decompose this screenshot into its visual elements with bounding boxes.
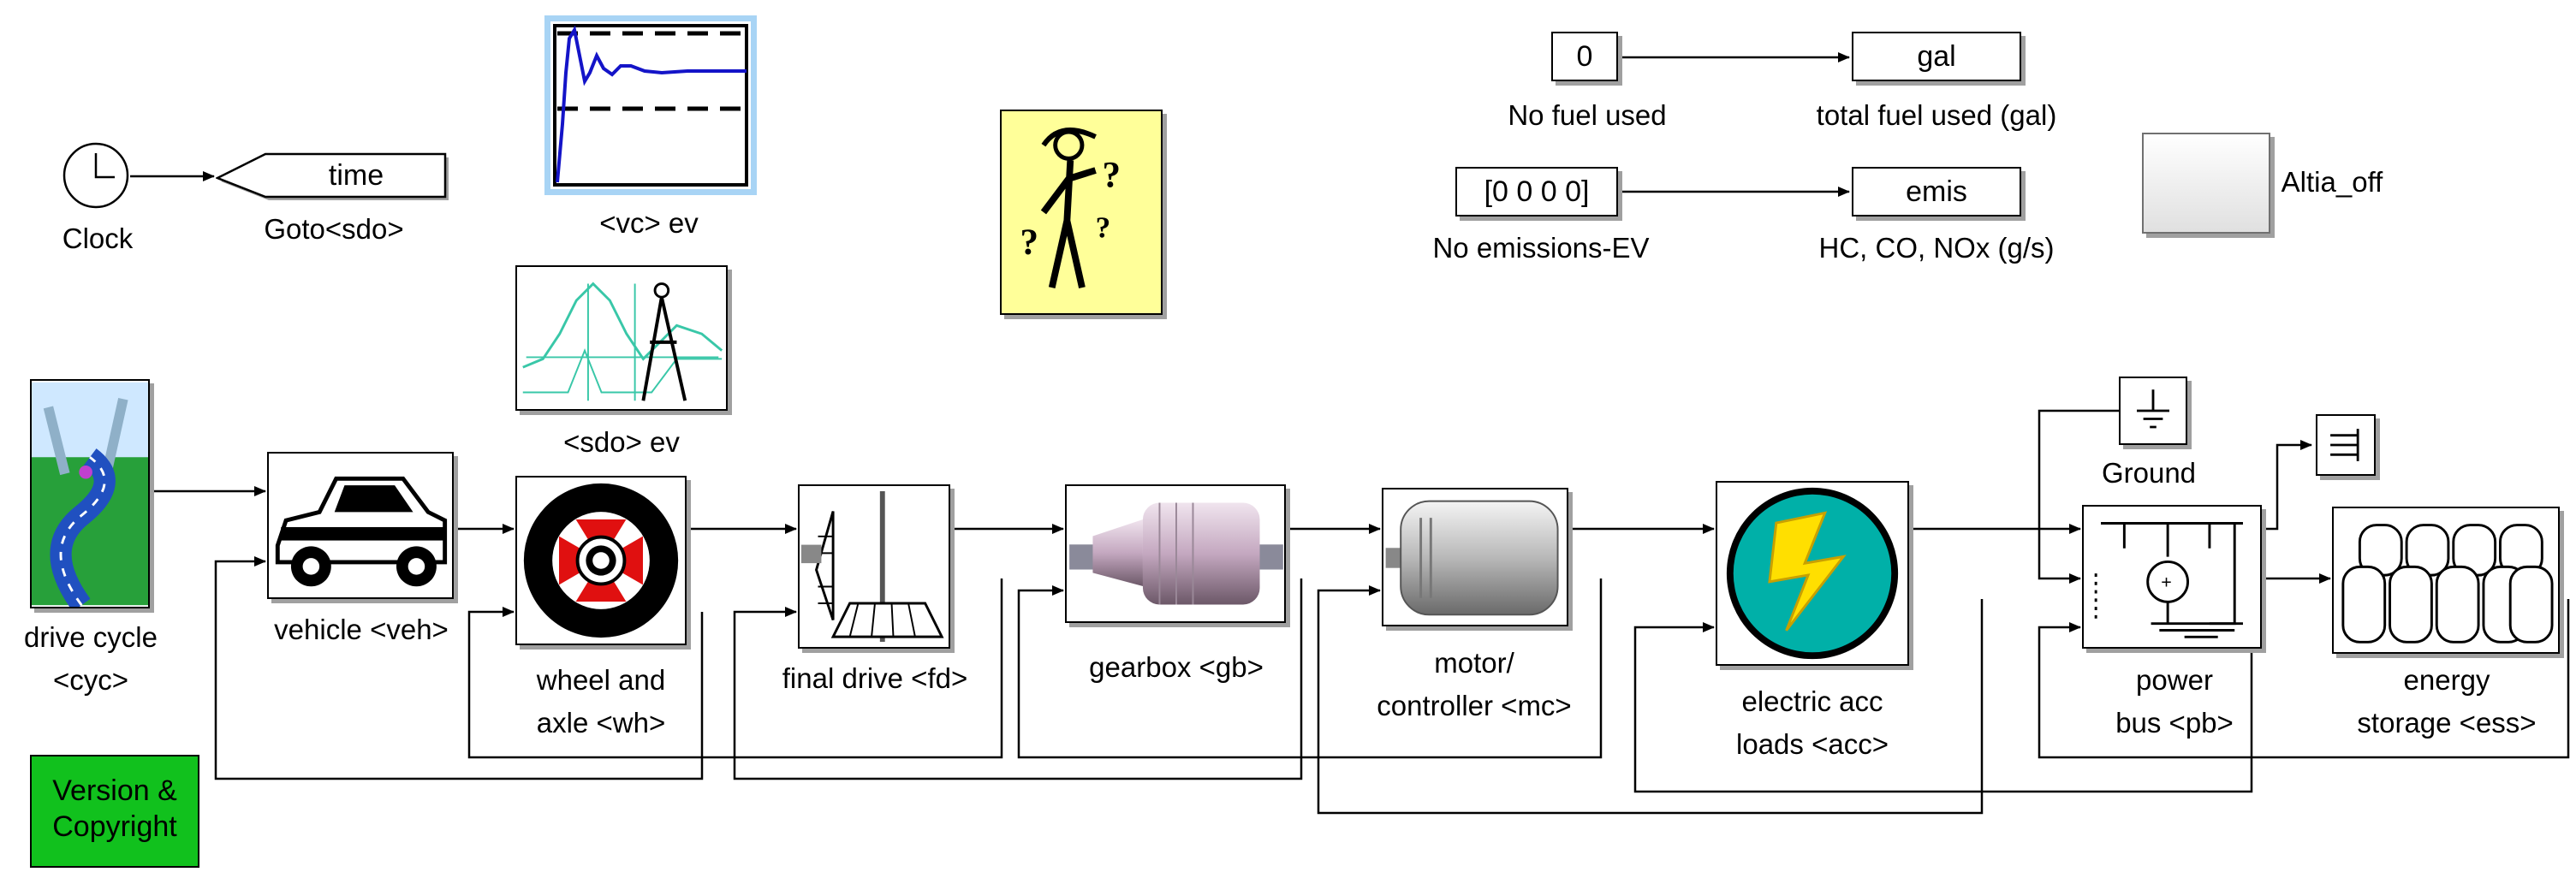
- gal-label: total fuel used (gal): [1816, 99, 2057, 131]
- motor-label-1: motor/: [1434, 647, 1514, 679]
- terminator-icon: [2330, 429, 2359, 461]
- battery-icon: [2341, 524, 2554, 644]
- elec-acc-label-1: electric acc: [1741, 685, 1883, 717]
- drive-cycle-label-1: drive cycle: [24, 621, 158, 653]
- car-icon: [275, 476, 448, 587]
- const-fuel-block[interactable]: 0: [1551, 32, 1618, 81]
- help-figure-icon: ? ? ?: [1020, 128, 1121, 288]
- gal-block[interactable]: gal: [1852, 32, 2021, 81]
- const-emis-block[interactable]: [0 0 0 0]: [1455, 167, 1618, 217]
- goto-label: Goto<sdo>: [264, 213, 404, 245]
- motor-block[interactable]: [1382, 488, 1568, 626]
- gal-value: gal: [1917, 39, 1956, 73]
- svg-text:+: +: [2161, 572, 2172, 593]
- svg-text:?: ?: [1020, 222, 1039, 263]
- wire-fb-wh: [467, 578, 1003, 759]
- final-drive-label: final drive <fd>: [782, 662, 968, 694]
- power-bus-block[interactable]: +: [2082, 505, 2262, 649]
- lightning-icon: [1726, 487, 1899, 660]
- wire-fb-acc: [1633, 599, 2253, 793]
- version-label-1: Version &: [52, 774, 177, 807]
- vehicle-label: vehicle <veh>: [274, 614, 449, 645]
- emis-label: HC, CO, NOx (g/s): [1818, 232, 2055, 264]
- clock-label: Clock: [62, 222, 134, 254]
- sdo-scope-label: <sdo> ev: [563, 426, 680, 458]
- const-emis-value: [0 0 0 0]: [1484, 175, 1590, 208]
- const-fuel-value: 0: [1576, 39, 1593, 73]
- drive-cycle-label-2: <cyc>: [52, 664, 129, 696]
- elec-acc-block[interactable]: [1716, 481, 1909, 666]
- sdo-scope-icon: [522, 282, 723, 401]
- vehicle-block[interactable]: [267, 452, 454, 599]
- svg-text:?: ?: [1102, 156, 1121, 196]
- wire-fb-mc: [1317, 585, 1984, 815]
- motor-label-2: controller <mc>: [1377, 690, 1572, 721]
- gearbox-label: gearbox <gb>: [1089, 651, 1264, 683]
- emis-value: emis: [1906, 175, 1967, 208]
- elec-acc-label-2: loads <acc>: [1736, 728, 1889, 760]
- wire-fb-gb: [1017, 578, 1603, 759]
- wheel-label-1: wheel and: [536, 664, 666, 696]
- version-copyright-block[interactable]: Version & Copyright: [30, 755, 199, 868]
- scope-icon: [553, 24, 748, 187]
- wire-pb-term: [2262, 440, 2312, 531]
- terminator-block[interactable]: [2316, 414, 2376, 476]
- emis-block[interactable]: emis: [1852, 167, 2021, 217]
- wire-ground-pb: [2038, 409, 2119, 584]
- ground-label: Ground: [2101, 457, 2197, 489]
- version-label-2: Copyright: [52, 810, 177, 843]
- ground-block[interactable]: [2119, 377, 2187, 445]
- clock-block[interactable]: [62, 141, 130, 210]
- power-bus-label-2: bus <pb>: [2115, 707, 2234, 739]
- energy-storage-label-2: storage <ess>: [2357, 707, 2537, 739]
- clock-icon: [62, 142, 129, 209]
- drive-cycle-block[interactable]: [30, 379, 150, 608]
- power-bus-label-1: power: [2136, 664, 2213, 696]
- sdo-scope-block[interactable]: [515, 265, 728, 411]
- gearbox-icon: [1069, 502, 1283, 605]
- road-icon: [32, 382, 148, 607]
- final-drive-icon: [800, 491, 944, 642]
- wheel-label-2: axle <wh>: [536, 707, 666, 739]
- altia-block[interactable]: [2142, 133, 2270, 234]
- gearbox-block[interactable]: [1065, 484, 1286, 623]
- wheel-block[interactable]: [515, 476, 687, 645]
- goto-tag-text: time: [328, 158, 384, 192]
- svg-text:?: ?: [1096, 211, 1111, 244]
- wire-fb-veh: [214, 556, 704, 780]
- energy-storage-block[interactable]: [2332, 507, 2560, 654]
- motor-icon: [1385, 500, 1559, 616]
- goto-block[interactable]: time: [216, 152, 454, 202]
- final-drive-block[interactable]: [798, 484, 950, 649]
- ground-icon: [2137, 389, 2169, 429]
- const-fuel-label: No fuel used: [1508, 99, 1667, 131]
- wire-fb-pb: [2038, 599, 2570, 759]
- wheel-icon: [523, 483, 679, 638]
- goto-tag-shape: [216, 152, 449, 200]
- wire-fb-fd: [733, 578, 1303, 780]
- energy-storage-label-1: energy: [2403, 664, 2490, 696]
- const-emis-label: No emissions-EV: [1432, 232, 1650, 264]
- vc-scope-label: <vc> ev: [599, 207, 699, 239]
- help-block[interactable]: ? ? ?: [1000, 110, 1163, 315]
- circuit-icon: +: [2094, 522, 2243, 638]
- vc-scope-block[interactable]: [544, 15, 757, 195]
- altia-label: Altia_off: [2281, 166, 2383, 198]
